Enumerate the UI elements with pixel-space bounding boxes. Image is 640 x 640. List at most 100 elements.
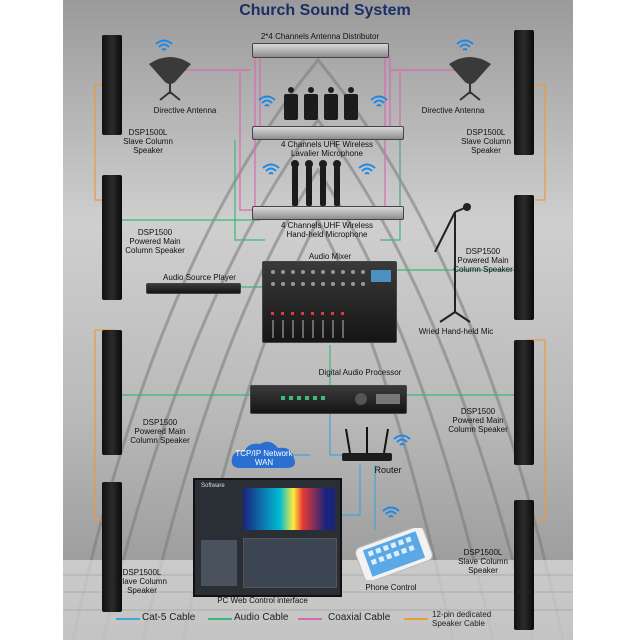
directive-antenna-right [449, 57, 491, 101]
church-arches [63, 57, 573, 640]
wifi-icon [382, 506, 400, 518]
speaker-model: DSP1500L [128, 128, 168, 137]
pc-screen: Software [193, 478, 342, 597]
speaker-kind: Column Speaker [125, 246, 185, 255]
cat5-wire [335, 465, 376, 530]
pin12-wire [525, 84, 546, 521]
speaker-kind: Speaker [127, 586, 157, 595]
audio-source-player [146, 283, 241, 294]
legend-audio-line [208, 618, 232, 620]
legend-cat5: Cat-5 Cable [142, 612, 196, 623]
speaker-type: Slave Column [123, 137, 173, 146]
legend-pin12-line [404, 618, 428, 620]
phone-control-label: Phone Control [365, 583, 417, 592]
pc-mixer-panel [243, 538, 337, 588]
network-label-line2: WAN [254, 458, 274, 467]
audio-mixer-label: Audio Mixer [308, 252, 352, 261]
antenna-distributor-label: 2*4 Channels Antenna Distributor [260, 32, 380, 41]
speaker-type: Slave Column [461, 137, 511, 146]
audio-mixer [262, 261, 397, 343]
audio-wire [240, 286, 331, 385]
lavalier-label: 4 Channels UHF Wireless Lavalier Microph… [262, 140, 392, 158]
speaker-type: Powered Main [452, 416, 504, 425]
wired-mic-label: Wried Hand-held Mic [418, 327, 494, 336]
wifi-icon [456, 39, 474, 51]
handheld-microphones [291, 160, 341, 206]
network-label: TCP/IP Network WAN [230, 449, 298, 467]
digital-audio-processor [250, 385, 407, 414]
antenna-distributor [252, 43, 389, 58]
cat5-wire [290, 412, 345, 456]
speaker-label-right-bottom: DSP1500L Slave Column Speaker [452, 548, 514, 575]
router-label: Router [374, 465, 402, 475]
speaker-type: Powered Main [129, 237, 181, 246]
speaker-left-mid2 [102, 330, 122, 455]
speaker-type: Slave Column [117, 577, 167, 586]
lavalier-label-line1: 4 Channels UHF Wireless [280, 140, 374, 149]
pc-sidebar-panel [201, 540, 237, 586]
speaker-kind: Speaker [468, 566, 498, 575]
handheld-label-line2: Hand-held Microphone [286, 230, 368, 239]
pc-waveform-panel [243, 488, 335, 530]
smartphone [355, 528, 433, 580]
speaker-label-left-bottom: DSP1500L Slave Column Speaker [112, 568, 172, 595]
handheld-label: 4 Channels UHF Wireless Hand-held Microp… [262, 221, 392, 239]
handheld-receiver [252, 206, 404, 220]
speaker-type: Powered Main [134, 427, 186, 436]
speaker-model: DSP1500L [122, 568, 162, 577]
legend-pin12: 12-pin dedicated Speaker Cable [432, 610, 491, 628]
legend-audio: Audio Cable [234, 612, 289, 623]
pc-control-label: PC Web Control interface [217, 596, 308, 605]
speaker-label-left-top: DSP1500L Slave Column Speaker [118, 128, 178, 155]
speaker-kind: Speaker [471, 146, 501, 155]
wifi-icon [393, 434, 411, 446]
network-label-line1: TCP/IP Network [235, 449, 293, 458]
speaker-left-bottom [102, 482, 122, 612]
directive-antenna-right-label: Directive Antenna [421, 106, 485, 115]
dsp-label: Digital Audio Processor [318, 368, 402, 377]
speaker-left-mid1 [102, 175, 122, 300]
legend-cat5-line [116, 618, 140, 620]
speaker-right-bottom [514, 500, 534, 630]
speaker-left-top [102, 35, 122, 135]
handheld-label-line1: 4 Channels UHF Wireless [280, 221, 374, 230]
lavalier-transmitters [284, 87, 358, 120]
speaker-kind: Speaker [133, 146, 163, 155]
pc-screen-header: Software [201, 483, 225, 489]
speaker-label-left-mid2: DSP1500 Powered Main Column Speaker [120, 418, 200, 445]
directive-antenna-left-label: Directive Antenna [153, 106, 217, 115]
legend-coaxial-line [298, 618, 322, 620]
router [342, 427, 392, 461]
speaker-type: Slave Column [458, 557, 508, 566]
speaker-label-left-mid1: DSP1500 Powered Main Column Speaker [120, 228, 190, 255]
speaker-type: Powered Main [457, 256, 509, 265]
wifi-icon [262, 163, 280, 175]
diagram-title: Church Sound System [239, 2, 411, 19]
speaker-label-right-mid1: DSP1500 Powered Main Column Speaker [448, 247, 518, 274]
speaker-model: DSP1500L [466, 128, 506, 137]
speaker-model: DSP1500 [465, 247, 501, 256]
dsp-front-panel [281, 393, 400, 405]
audio-source-player-label: Audio Source Player [163, 273, 236, 282]
speaker-kind: Column Speaker [453, 265, 513, 274]
speaker-right-mid2 [514, 340, 534, 465]
audio-wire [120, 219, 520, 396]
wired-mic-stand [434, 203, 471, 323]
wifi-icon [258, 95, 276, 107]
speaker-right-mid1 [514, 195, 534, 320]
speaker-label-right-mid2: DSP1500 Powered Main Column Speaker [438, 407, 518, 434]
network-cloud [231, 441, 295, 468]
directive-antenna-left [149, 57, 191, 101]
speaker-model: DSP1500L [463, 548, 503, 557]
wifi-icon [358, 163, 376, 175]
speaker-kind: Column Speaker [448, 425, 508, 434]
audio-wire [234, 140, 401, 241]
speaker-kind: Column Speaker [130, 436, 190, 445]
wifi-icon [155, 39, 173, 51]
wifi-icon [370, 95, 388, 107]
speaker-label-right-top: DSP1500L Slave Column Speaker [456, 128, 516, 155]
speaker-model: DSP1500 [137, 228, 173, 237]
legend-pin12-line2: Speaker Cable [432, 619, 485, 628]
lavalier-label-line2: Lavalier Microphone [290, 149, 364, 158]
